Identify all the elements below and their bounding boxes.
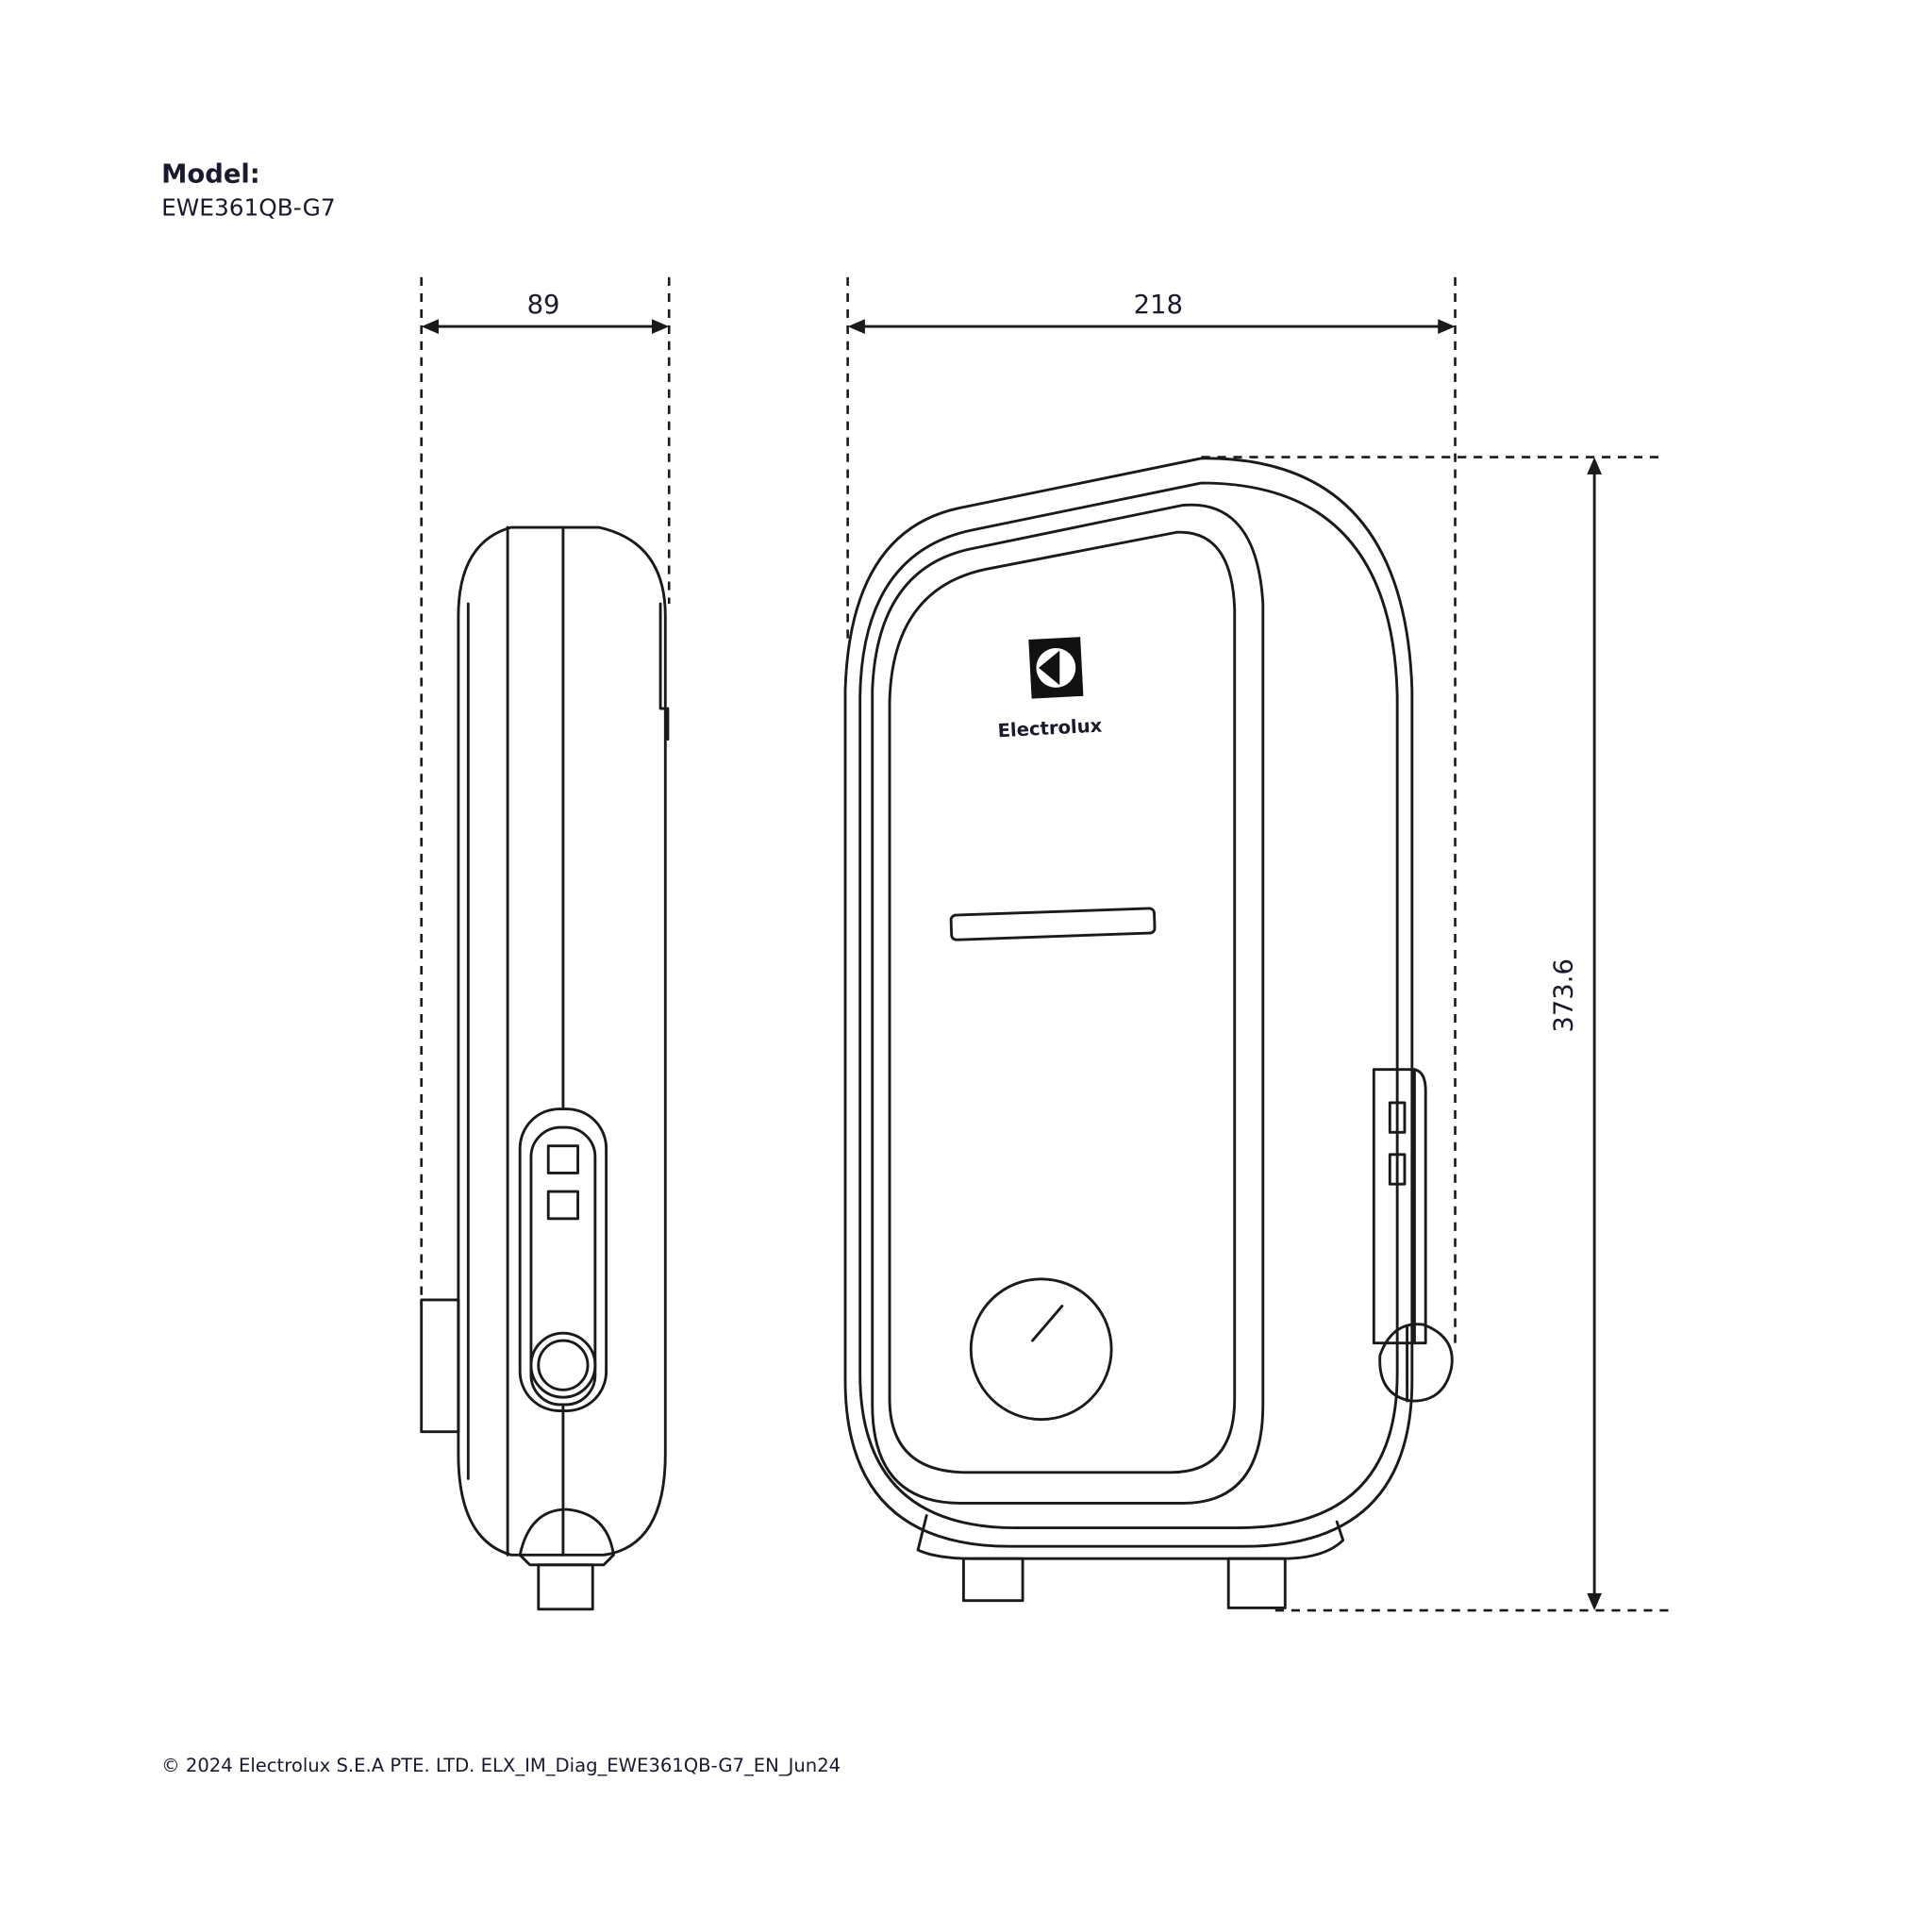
- front-view: Electrolux: [843, 457, 1454, 1609]
- model-label: Model:: [161, 159, 260, 189]
- depth-dimension: 89: [420, 276, 671, 1307]
- electrolux-logo-icon: [1028, 637, 1084, 699]
- side-button-icon: [546, 1190, 580, 1221]
- footer-copyright: © 2024 Electrolux S.E.A PTE. LTD. ELX_IM…: [161, 1755, 841, 1776]
- side-button-icon: [1388, 1153, 1407, 1186]
- side-view: [420, 525, 670, 1611]
- model-value: EWE361QB-G7: [161, 194, 336, 222]
- temperature-knob: [969, 1277, 1113, 1422]
- brand-text: Electrolux: [997, 715, 1103, 742]
- depth-value: 89: [527, 291, 560, 320]
- side-button-icon: [546, 1144, 580, 1174]
- width-value: 218: [1134, 291, 1183, 320]
- height-value: 373.6: [1550, 958, 1579, 1032]
- indicator-light-bar: [949, 907, 1157, 941]
- side-button-icon: [1388, 1101, 1407, 1134]
- height-dimension: 373.6: [1201, 456, 1670, 1612]
- width-dimension: 218: [846, 276, 1457, 1343]
